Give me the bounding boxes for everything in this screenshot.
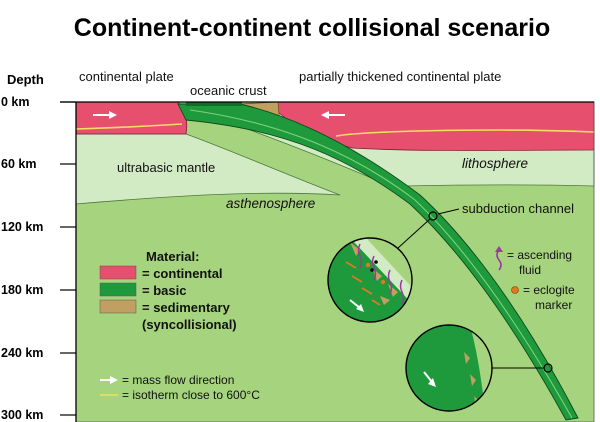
legend-sedimentary: = sedimentary: [142, 300, 231, 315]
label-lithosphere: lithosphere: [462, 156, 528, 171]
legend-basic: = basic: [142, 283, 186, 298]
depth-tick-60: 60 km: [1, 157, 36, 171]
legend-marker-line1: = eclogite: [523, 283, 575, 297]
marker-legend: = eclogite marker: [511, 283, 575, 312]
isotherm-left: [75, 123, 183, 130]
depth-tick-240: 240 km: [1, 346, 43, 360]
slab-inner-line: [189, 109, 573, 419]
fluid-legend: = ascending fluid: [495, 246, 572, 277]
flow-arrow-right-icon: [321, 111, 345, 119]
isotherm-right: [335, 129, 595, 137]
label-continental-plate: continental plate: [79, 69, 174, 84]
zoom-inset-upper: [327, 237, 413, 323]
ascending-fluid-icon: [496, 249, 502, 271]
left-lithosphere: [75, 133, 341, 205]
legend-sedimentary-sub: (syncollisional): [142, 317, 237, 332]
label-ultrabasic-mantle: ultrabasic mantle: [117, 160, 215, 175]
channel-marker-upper: [428, 211, 438, 221]
depth-tick-300: 300 km: [1, 408, 43, 422]
depth-tick-180: 180 km: [1, 283, 43, 297]
legend-continental: = continental: [142, 266, 223, 281]
swatch-basic: [99, 282, 137, 297]
depth-axis-title: Depth: [7, 72, 44, 87]
diagram-title: Continent-continent collisional scenario: [74, 14, 550, 42]
depth-ticks: 0 km 60 km 120 km 180 km 240 km 300 km: [1, 95, 43, 422]
legend-fluid-line1: = ascending: [507, 248, 572, 262]
depth-tick-120: 120 km: [1, 220, 43, 234]
subducting-slab: [177, 103, 579, 421]
flow-arrow-left-icon: [93, 111, 117, 119]
legend-heading: Material:: [146, 249, 199, 264]
legend-fluid-line2: fluid: [519, 263, 541, 277]
label-thickened-plate: partially thickened continental plate: [299, 69, 501, 84]
zoom-connector-upper: [397, 218, 431, 249]
zoom-inset-lower: [405, 324, 493, 412]
eclogite-marker-icon: [511, 286, 519, 294]
depth-tick-marks: [60, 101, 76, 416]
legend-marker-line2: marker: [535, 298, 572, 312]
symbols-legend: = mass flow direction = isotherm close t…: [100, 373, 260, 402]
channel-pointer: [437, 208, 460, 215]
label-subduction-channel: subduction channel: [462, 201, 574, 216]
label-asthenosphere: asthenosphere: [226, 196, 315, 211]
depth-tick-0: 0 km: [1, 95, 30, 109]
legend-flow: = mass flow direction: [122, 373, 234, 387]
flow-arrow-icon: [110, 376, 118, 384]
swatch-continental: [99, 265, 137, 280]
label-oceanic-crust: oceanic crust: [190, 83, 267, 98]
legend-isotherm: = isotherm close to 600°C: [122, 388, 260, 402]
materials-legend: Material: = continental = basic = sedime…: [99, 249, 237, 332]
oceanic-top: [186, 102, 242, 106]
swatch-sedimentary: [99, 299, 137, 314]
